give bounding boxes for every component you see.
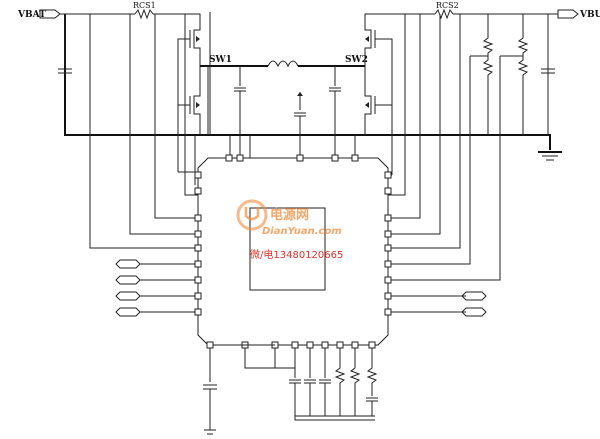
right-divider-1 [470,14,494,135]
controller-ic [197,157,389,346]
left-io-connectors [115,259,195,317]
watermark-contact: 微/电13480120665 [250,248,343,261]
vbat-label: VBAT [17,10,46,20]
bottom-resistors [334,348,378,416]
low-side-mosfet-right [364,66,392,135]
rcs1-resistor [134,8,154,20]
ic-right-pins [384,171,392,316]
watermark-brand-cn: 电源网 [270,207,309,223]
inductor [267,60,299,68]
low-side-mosfet-left [178,66,201,135]
sw1-label: SW1 [209,55,232,65]
right-io-connectors [391,291,487,317]
ic-exposed-pad [249,207,326,291]
sw2-label: SW2 [345,55,368,65]
ic-left-pins [194,171,202,316]
vbat-connector [39,9,61,19]
vbus-label: VBUS [579,10,600,20]
ground-bus [64,14,551,150]
bottom-capacitors [289,348,331,416]
watermark-brand-en: DianYuan.com [262,226,342,237]
rcs2-resistor [434,8,454,20]
right-divider-2 [500,14,529,135]
high-side-mosfet-right [364,24,393,175]
watermark-logo [236,199,268,231]
vbus-connector [557,9,579,19]
ic-top-pins [225,154,359,162]
high-side-mosfet-left [177,24,201,172]
rcs2-label: RCS2 [436,1,459,10]
rcs1-label: RCS1 [133,1,156,10]
